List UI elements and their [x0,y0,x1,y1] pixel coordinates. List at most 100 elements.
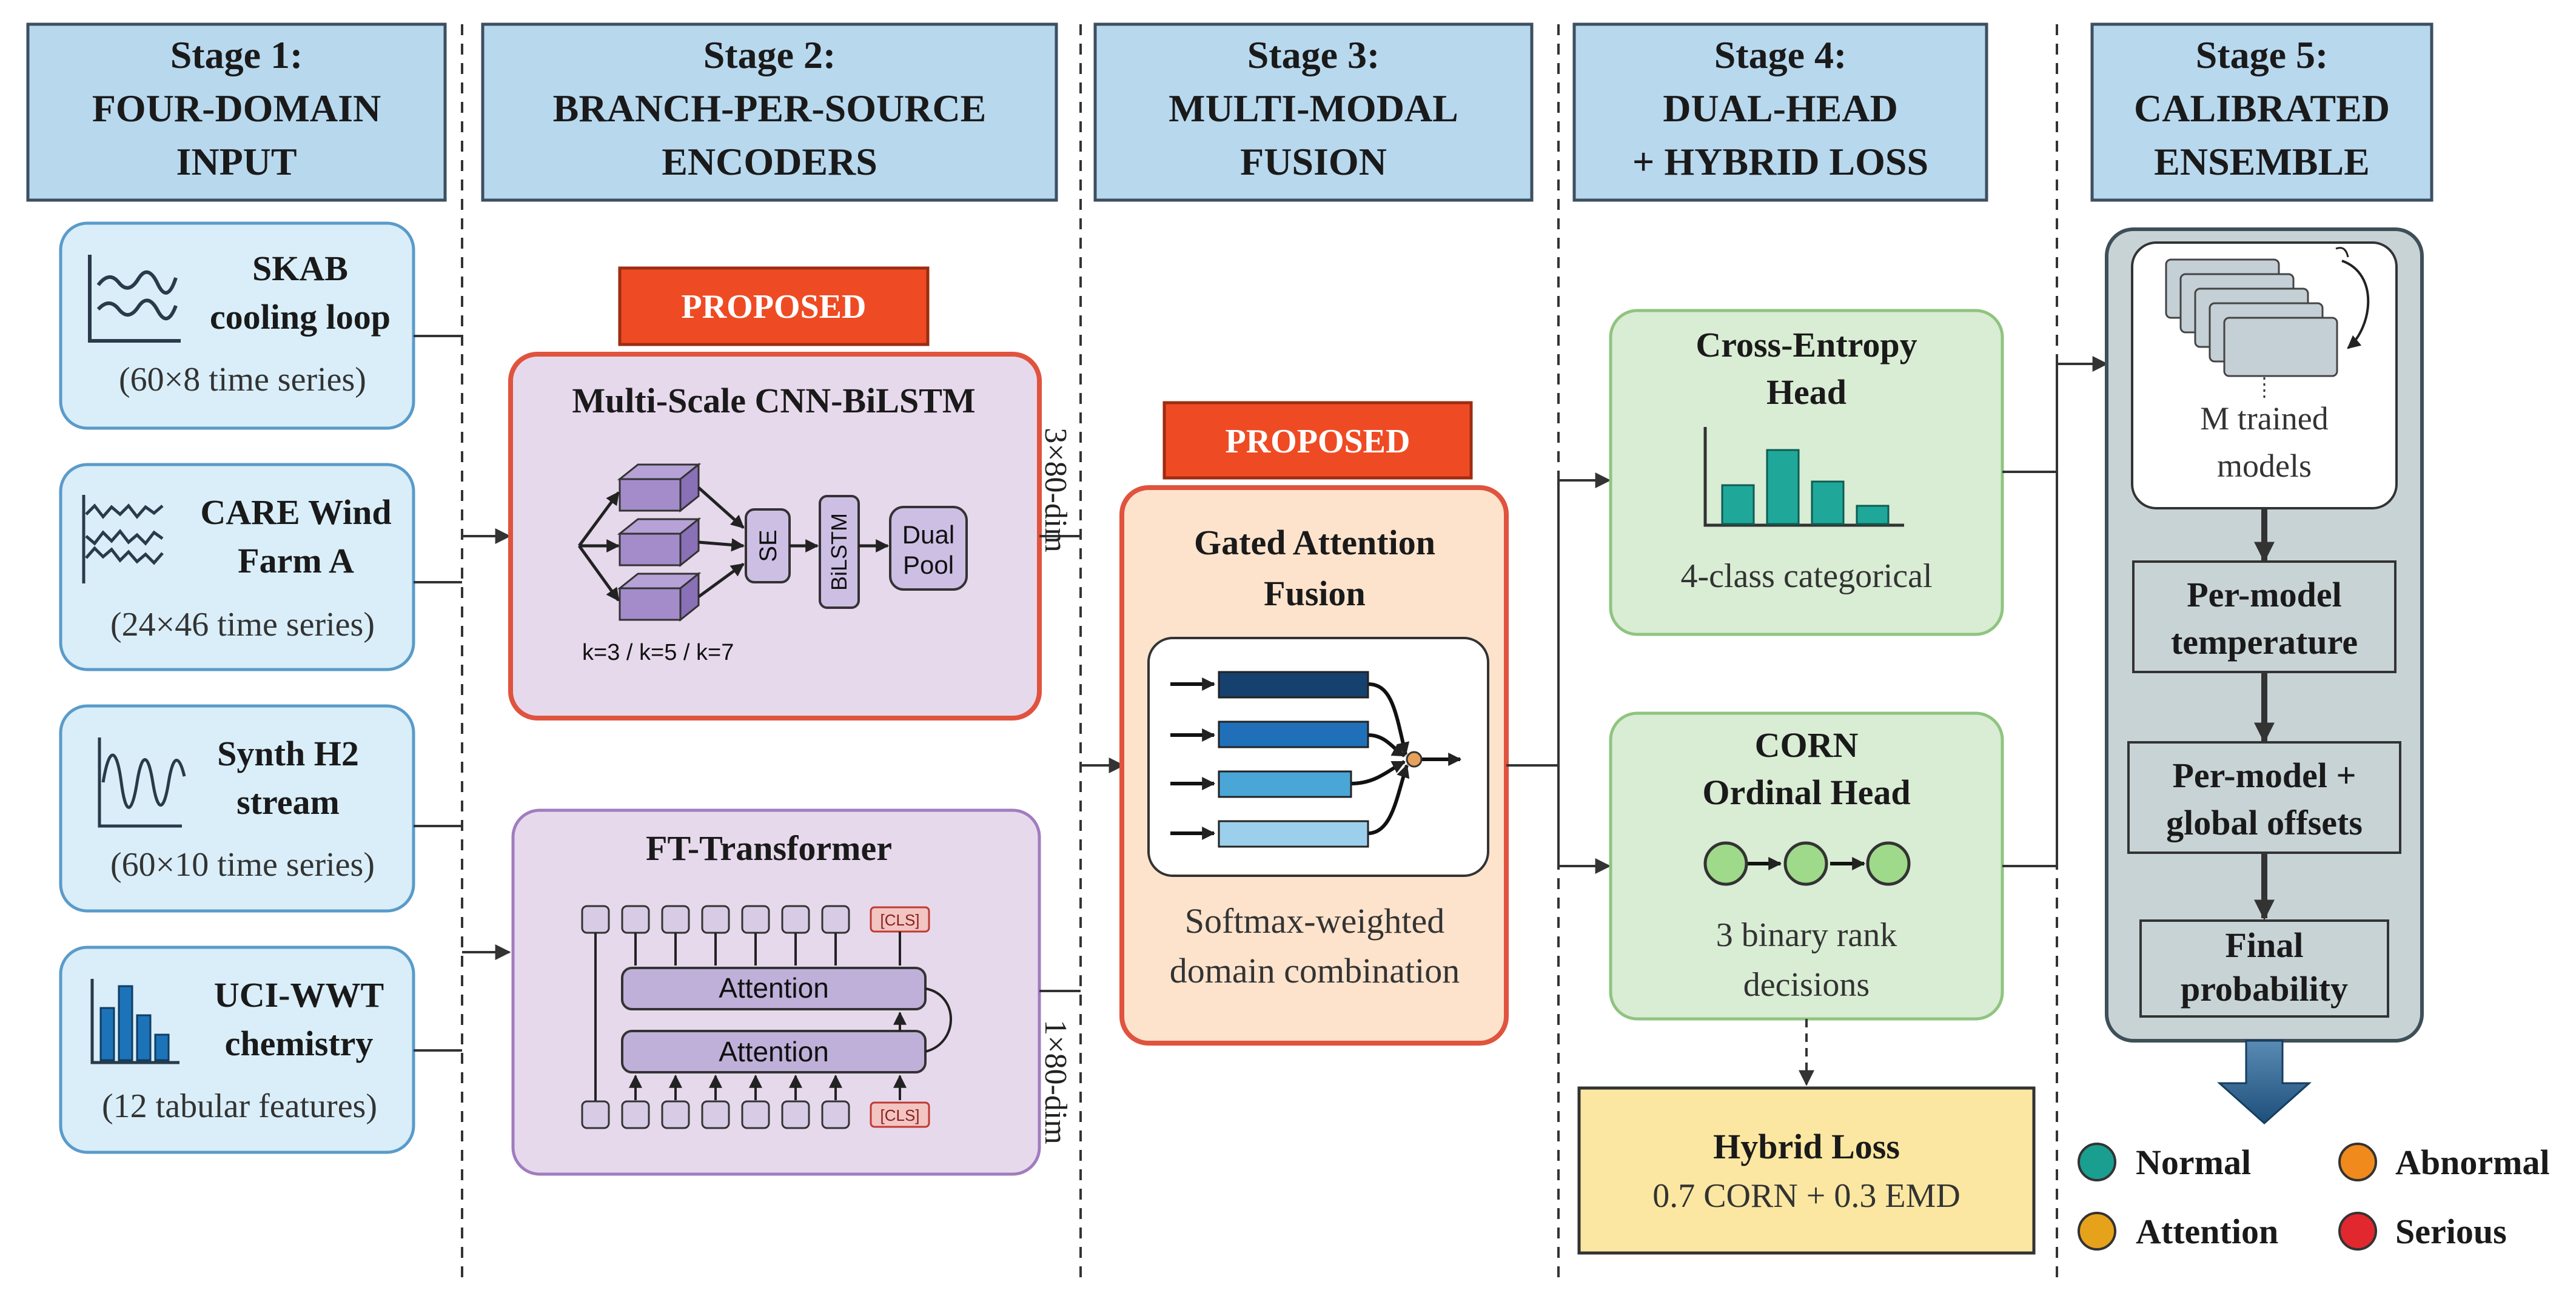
trained-models-line2: models [2217,448,2312,484]
input-card-care: CARE Wind Farm A (24×46 time series) [59,463,415,671]
input-care-line2: Farm A [238,541,354,580]
input-card-uci: UCI-WWT chemistry (12 tabular features) [59,946,415,1154]
corn-title-line2: Ordinal Head [1702,773,1910,812]
kernel-sizes-label: k=3 / k=5 / k=7 [582,640,734,665]
stage-5-title: Stage 5: [2196,33,2329,76]
token-connectors-top [634,932,901,966]
model-stack-icon [2165,247,2370,400]
trained-models-line1: M trained [2200,400,2328,437]
multi-signal-icon [82,495,164,583]
attention-label-2: Attention [719,1036,829,1067]
legend-normal-label: Normal [2136,1143,2251,1182]
final-probability-step: Final probability [2139,919,2389,1018]
stage-3-line2: FUSION [1240,140,1387,183]
stage-header-4: Stage 4: DUAL-HEAD + HYBRID LOSS [1572,22,1988,202]
class-legend: Normal Abnormal Attention Serious [2078,1143,2550,1251]
ft-transformer-title: FT-Transformer [646,828,892,868]
fusion-connectors [1506,472,1611,874]
input-connectors [414,335,511,1052]
input-h2-line1: Synth H2 [217,734,359,773]
ce-title-line1: Cross-Entropy [1696,325,1917,364]
stage-1-line1: FOUR-DOMAIN [92,87,381,130]
gate-bar-4 [1218,820,1369,848]
ft-output-dim: 1×80-dim [1038,1019,1073,1144]
step3-line1: Final [2225,925,2304,965]
rank-chain-icon [1703,841,1911,886]
cnn-bilstm-encoder: Multi-Scale CNN-BiLSTM [508,352,1042,720]
input-uci-detail: (12 tabular features) [102,1087,377,1125]
bilstm-block: BiLSTM [819,495,860,609]
hybrid-loss-box: Hybrid Loss 0.7 CORN + 0.3 EMD [1577,1086,2036,1255]
stage-1-title: Stage 1: [170,33,303,76]
stage-header-1: Stage 1: FOUR-DOMAIN INPUT [26,22,447,202]
se-block: SE [745,508,791,583]
step3-line2: probability [2181,969,2348,1009]
se-label: SE [755,529,782,562]
input-uci-line1: UCI-WWT [214,975,384,1015]
attention-label-1: Attention [719,972,829,1004]
fusion-node [1406,751,1423,768]
ft-transformer-encoder: FT-Transformer [CLS] Attention [511,808,1041,1176]
stage-5-line2: ENSEMBLE [2154,140,2370,183]
cross-entropy-head: Cross-Entropy Head 4-class categorical [1609,309,2004,636]
hybrid-loss-formula: 0.7 CORN + 0.3 EMD [1652,1177,1961,1215]
trained-models-box: M trained models [2131,241,2398,509]
stage-header-5: Stage 5: CALIBRATED ENSEMBLE [2090,22,2433,202]
corn-desc-line2: decisions [1743,966,1870,1004]
stage-3-title: Stage 3: [1247,33,1380,76]
line-chart-icon [88,255,181,343]
legend-attention-label: Attention [2136,1212,2278,1251]
dual-pool-line2: Pool [903,551,954,579]
step1-line1: Per-model [2187,575,2342,614]
input-care-line1: CARE Wind [200,492,391,532]
step2-line1: Per-model + [2172,756,2356,795]
token-row-bottom [581,1100,850,1129]
fusion-gate-diagram [1147,637,1489,877]
input-skab-line2: cooling loop [210,297,391,337]
output-arrow [2217,1040,2312,1125]
input-uci-line2: chemistry [225,1024,374,1063]
step2-line2: global offsets [2166,803,2363,842]
cls-token-bottom: [CLS] [870,1101,930,1128]
corn-desc-line1: 3 binary rank [1716,916,1897,954]
stage-2-line2: ENCODERS [662,140,877,183]
conv-block-k7 [617,571,702,622]
cls-label-top: [CLS] [880,911,919,929]
stage-1-line2: INPUT [176,140,297,183]
token-arrows-bottom [629,1074,907,1100]
legend-normal: Normal [2078,1143,2251,1182]
offsets-step: Per-model + global offsets [2127,741,2401,854]
stage-4-line2: + HYBRID LOSS [1632,140,1928,183]
legend-attention: Attention [2078,1212,2278,1251]
input-h2-line2: stream [236,782,340,822]
stage-2-line1: BRANCH-PER-SOURCE [553,87,987,130]
input-skab-line1: SKAB [252,249,348,288]
cls-label-bottom: [CLS] [880,1106,919,1124]
stage-header-2: Stage 2: BRANCH-PER-SOURCE ENCODERS [481,22,1058,202]
cls-token-top: [CLS] [870,906,930,933]
gate-bar-2 [1218,720,1369,748]
cnn-kernel-branches [577,462,745,622]
ce-title-line2: Head [1766,372,1846,412]
corn-title-line1: CORN [1755,725,1859,765]
fusion-desc-line1: Softmax-weighted [1185,901,1444,941]
legend-serious: Serious [2338,1212,2507,1251]
stage-5-line1: CALIBRATED [2134,87,2390,130]
cnn-output-dim: 3×80-dim [1038,428,1073,553]
stage-header-3: Stage 3: MULTI-MODAL FUSION [1093,22,1534,202]
proposed-badge-fusion-label: PROPOSED [1226,423,1410,460]
waveform-icon [98,737,186,828]
stage-4-line1: DUAL-HEAD [1663,87,1898,130]
input-care-detail: (24×46 time series) [110,606,375,643]
gate-bar-1 [1218,671,1369,699]
stage-2-title: Stage 2: [703,33,836,76]
input-h2-detail: (60×10 time series) [110,846,375,884]
legend-abnormal-label: Abnormal [2395,1143,2550,1182]
skip-connection [925,987,952,1053]
stage-3-line1: MULTI-MODAL [1169,87,1458,130]
proposed-badge-cnn-label: PROPOSED [682,288,867,326]
calibrated-ensemble-panel: M trained models Per-model temperature P… [2105,227,2424,1043]
input-card-skab: SKAB cooling loop (60×8 time series) [59,221,415,430]
corn-ordinal-head: CORN Ordinal Head 3 binary rank decision… [1609,711,2004,1021]
